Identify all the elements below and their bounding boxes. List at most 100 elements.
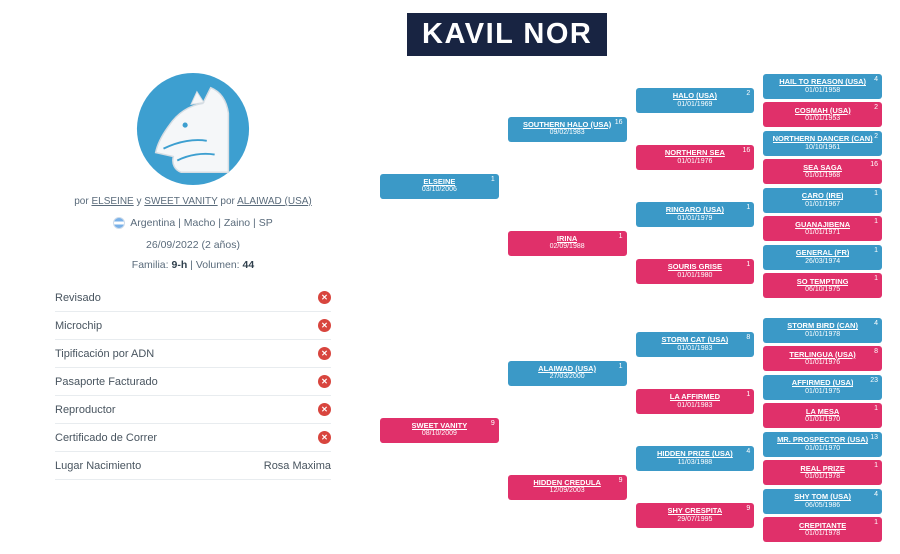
pedigree-horse-link[interactable]: COSMAH (USA) <box>794 105 851 115</box>
pedigree-horse-link[interactable]: GENERAL (FR) <box>795 248 850 258</box>
pedigree-count: 1 <box>746 204 751 211</box>
origin-line: Argentina | Macho | Zaino | SP <box>55 217 331 229</box>
pedigree-birthdate: 01/01/1983 <box>677 401 713 409</box>
status-checklist: Revisado✕Microchip✕Tipificación por ADN✕… <box>55 284 331 480</box>
family-divider: | <box>190 259 193 271</box>
checklist-value: Rosa Maxima <box>263 459 331 472</box>
pedigree-horse-link[interactable]: HIDDEN PRIZE (USA) <box>656 449 733 459</box>
pedigree-horse-link[interactable]: SHY TOM (USA) <box>794 492 852 502</box>
pedigree-horse-link[interactable]: REAL PRIZE <box>800 463 845 473</box>
pedigree-box[interactable]: 4 HAIL TO REASON (USA)01/01/1958 <box>763 73 882 99</box>
pedigree-horse-link[interactable]: GUANAJIBENA <box>795 219 851 229</box>
pedigree-count: 1 <box>874 275 878 283</box>
pedigree-horse-link[interactable]: HIDDEN CREDULA <box>533 477 601 487</box>
pedigree-count: 1 <box>874 218 878 226</box>
pedigree-birthdate: 10/10/1961 <box>805 143 841 151</box>
status-cross-icon: ✕ <box>318 347 331 360</box>
pedigree-birthdate: 29/07/1995 <box>677 515 713 523</box>
pedigree-birthdate: 08/10/2009 <box>421 430 457 438</box>
pedigree-horse-link[interactable]: SEA SAGA <box>803 162 843 172</box>
pedigree-birthdate: 01/01/1975 <box>805 387 841 395</box>
pedigree-box[interactable]: 4 SHY TOM (USA)06/05/1986 <box>763 488 882 514</box>
dam-link[interactable]: SWEET VANITY <box>144 196 218 207</box>
pedigree-birthdate: 26/03/1974 <box>805 257 841 265</box>
pedigree-birthdate: 06/10/1975 <box>805 286 841 294</box>
pedigree-horse-link[interactable]: NORTHERN DANCER (CAN) <box>772 134 873 144</box>
pedigree-horse-link[interactable]: IRINA <box>556 233 578 243</box>
pedigree-horse-link[interactable]: CARO (IRE) <box>801 191 844 201</box>
pedigree-horse-link[interactable]: SOUTHERN HALO (USA) <box>522 119 612 129</box>
checklist-label: Tipificación por ADN <box>55 347 155 360</box>
pedigree-horse-link[interactable]: STORM BIRD (CAN) <box>787 321 858 331</box>
sire-link[interactable]: ELSEINE <box>91 196 134 207</box>
pedigree-horse-link[interactable]: ALAIWAD (USA) <box>538 363 597 373</box>
pedigree-horse-link[interactable]: CREPITANTE <box>798 520 847 530</box>
damsire-link[interactable]: ALAIWAD (USA) <box>237 196 312 207</box>
pedigree-horse-link[interactable]: SHY CRESPITA <box>667 506 723 516</box>
parentage-prefix: por <box>74 196 89 207</box>
pedigree-horse-link[interactable]: NORTHERN SEA <box>664 148 725 158</box>
pedigree-horse-link[interactable]: TERLINGUA (USA) <box>789 349 856 359</box>
pedigree-birthdate: 06/05/1986 <box>805 501 841 509</box>
pedigree-birthdate: 01/01/1958 <box>805 86 841 94</box>
origin-text: Argentina | Macho | Zaino | SP <box>130 217 273 229</box>
pedigree-birthdate: 01/01/1978 <box>805 530 841 538</box>
pedigree-horse-link[interactable]: HALO (USA) <box>672 91 717 101</box>
checklist-label: Certificado de Correr <box>55 431 158 444</box>
pedigree-horse-link[interactable]: ELSEINE <box>423 176 456 186</box>
pedigree-count: 4 <box>874 490 878 498</box>
pedigree-horse-link[interactable]: SOURIS GRISE <box>667 262 722 272</box>
pedigree-count: 1 <box>490 175 495 183</box>
pedigree-count: 4 <box>874 75 878 83</box>
volume-label: Volumen: <box>195 259 240 271</box>
pedigree-box[interactable]: 1 RINGARO (USA)01/01/1979 <box>635 202 755 227</box>
page-title: KAVIL NOR <box>407 13 608 56</box>
pedigree-horse-link[interactable]: LA MESA <box>805 406 840 416</box>
pedigree-birthdate: 01/01/1971 <box>805 229 841 237</box>
pedigree-horse-link[interactable]: SWEET VANITY <box>411 420 468 430</box>
pedigree-count: 13 <box>870 433 878 441</box>
pedigree-horse-link[interactable]: STORM CAT (USA) <box>661 335 729 345</box>
pedigree-horse-link[interactable]: RINGARO (USA) <box>665 205 725 215</box>
pedigree-horse-link[interactable]: HAIL TO REASON (USA) <box>779 77 867 87</box>
checklist-row: Certificado de Correr✕ <box>55 424 331 452</box>
pedigree-horse-link[interactable]: SO TEMPTING <box>796 276 849 286</box>
checklist-row: Pasaporte Facturado✕ <box>55 368 331 396</box>
pedigree-horse-link[interactable]: LA AFFIRMED <box>669 392 721 402</box>
pedigree-horse-link[interactable]: AFFIRMED (USA) <box>791 378 854 388</box>
checklist-label: Pasaporte Facturado <box>55 375 158 388</box>
pedigree-count: 2 <box>874 132 878 140</box>
pedigree-horse-link[interactable]: MR. PROSPECTOR (USA) <box>777 435 869 445</box>
pedigree-birthdate: 01/01/1979 <box>677 214 713 222</box>
checklist-label: Lugar Nacimiento <box>55 459 142 472</box>
